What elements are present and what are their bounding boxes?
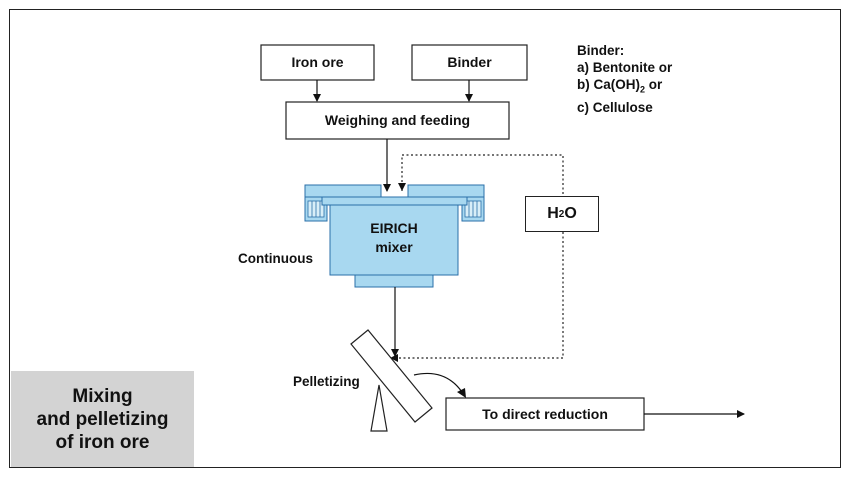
binder-note-b-post: or bbox=[645, 77, 663, 92]
weighing-box: Weighing and feeding bbox=[285, 101, 510, 140]
mixer-label-line1: EIRICH bbox=[370, 220, 417, 236]
weighing-label: Weighing and feeding bbox=[325, 112, 470, 128]
binder-label: Binder bbox=[447, 54, 492, 70]
mixer-label-line2: mixer bbox=[375, 239, 413, 255]
caption-box: Mixing and pelletizing of iron ore bbox=[11, 371, 194, 467]
iron-ore-label: Iron ore bbox=[291, 54, 343, 70]
binder-note-b-pre: b) Ca(OH) bbox=[577, 77, 640, 92]
binder-note-b: b) Ca(OH)2 or bbox=[577, 76, 672, 99]
continuous-label: Continuous bbox=[238, 251, 313, 266]
binder-note-title: Binder: bbox=[577, 43, 625, 58]
direct-reduction-label: To direct reduction bbox=[482, 406, 608, 422]
direct-reduction-box: To direct reduction bbox=[445, 397, 645, 431]
pelletizer-stand bbox=[370, 384, 388, 432]
binder-note: Binder: a) Bentonite or b) Ca(OH)2 or c)… bbox=[577, 42, 672, 116]
caption-line2: and pelletizing bbox=[36, 408, 169, 430]
water-line-bottom bbox=[398, 232, 564, 359]
caption-line3: of iron ore bbox=[55, 431, 150, 453]
h2o-sub: 2 bbox=[558, 208, 565, 220]
water-line-top bbox=[401, 154, 564, 196]
iron-ore-box: Iron ore bbox=[260, 44, 375, 81]
water-arrow-mixer bbox=[398, 183, 406, 191]
eirich-mixer: EIRICH mixer bbox=[304, 184, 485, 288]
binder-note-b-sub: 2 bbox=[640, 84, 646, 95]
pelletizer-disk bbox=[350, 329, 433, 432]
caption-line1: Mixing bbox=[72, 385, 133, 407]
h2o-h: H bbox=[547, 205, 559, 222]
arrow-pelletizer-output bbox=[413, 372, 463, 393]
binder-box: Binder bbox=[411, 44, 528, 81]
diagram-frame bbox=[9, 9, 841, 468]
pelletizing-label: Pelletizing bbox=[293, 374, 360, 389]
binder-note-c: c) Cellulose bbox=[577, 99, 653, 115]
h2o-o: O bbox=[564, 205, 577, 222]
binder-note-a: a) Bentonite or bbox=[577, 60, 673, 75]
